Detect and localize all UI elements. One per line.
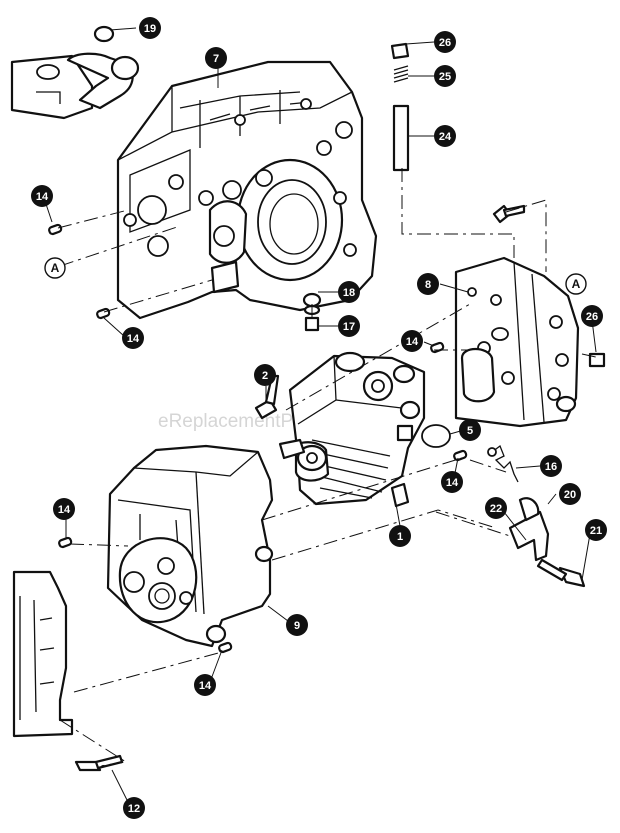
pump-assembly: [278, 351, 426, 508]
callout-number: 8: [425, 279, 431, 291]
callout-c5: 5: [459, 419, 481, 441]
callout-bubble: [53, 498, 75, 520]
callout-bubble: [122, 327, 144, 349]
callout-number: 26: [586, 311, 598, 323]
callout-bubble: [485, 497, 507, 519]
callout-c17: 17: [338, 315, 360, 337]
callout-c16: 16: [540, 455, 562, 477]
callout-bubble: [434, 65, 456, 87]
callout-c14d: 14: [441, 471, 463, 493]
callout-c22: 22: [485, 497, 507, 519]
callout-bubble: [205, 47, 227, 69]
callout-c21: 21: [585, 519, 607, 541]
callout-c24: 24: [434, 125, 456, 147]
callout-number: 18: [343, 287, 355, 299]
cover-plate: [454, 256, 580, 428]
callout-c2: 2: [254, 364, 276, 386]
callout-bubble: [401, 330, 423, 352]
callout-number: 7: [213, 53, 219, 65]
callout-number: 14: [406, 336, 419, 348]
callout-number: 14: [58, 504, 71, 516]
svg-text:A: A: [572, 277, 581, 291]
callout-number: 20: [564, 489, 576, 501]
callout-number: 21: [590, 525, 602, 537]
callout-bubble: [559, 483, 581, 505]
callout-number: 17: [343, 321, 355, 333]
callout-bubble: [254, 364, 276, 386]
transmission-housing: [116, 60, 378, 320]
small-parts: [48, 42, 606, 772]
callout-bubble: [286, 614, 308, 636]
callout-bubble: [139, 17, 161, 39]
callout-bubble: [123, 797, 145, 819]
callout-bubble: [194, 674, 216, 696]
bracket-elbow-assembly: [10, 25, 140, 120]
callout-bubble: [338, 281, 360, 303]
callout-number: 26: [439, 37, 451, 49]
callout-bubble: [417, 273, 439, 295]
callout-c25: 25: [434, 65, 456, 87]
callout-c26a: 26: [434, 31, 456, 53]
callout-c19: 19: [139, 17, 161, 39]
callout-c8: 8: [417, 273, 439, 295]
callout-number: 9: [294, 620, 300, 632]
reference-a-left: A: [44, 257, 66, 279]
callout-number: 2: [262, 370, 268, 382]
callout-c26b: 26: [581, 305, 603, 327]
callout-number: 14: [127, 333, 140, 345]
callout-bubble: [581, 305, 603, 327]
callout-c14a: 14: [31, 185, 53, 207]
callout-c14f: 14: [194, 674, 216, 696]
callout-number: 25: [439, 71, 451, 83]
callout-bubble: [585, 519, 607, 541]
callout-number: 5: [467, 425, 473, 437]
reference-a-right: A: [565, 273, 587, 295]
callout-bubble: [338, 315, 360, 337]
callout-bubble: [434, 31, 456, 53]
callout-c20: 20: [559, 483, 581, 505]
svg-text:A: A: [51, 261, 60, 275]
callout-number: 19: [144, 23, 156, 35]
callout-c18: 18: [338, 281, 360, 303]
callout-number: 22: [490, 503, 502, 515]
callout-c7: 7: [205, 47, 227, 69]
callout-bubble: [389, 525, 411, 547]
callout-c9: 9: [286, 614, 308, 636]
alignment-lines: [57, 168, 601, 767]
gear-housing: [106, 444, 274, 648]
callout-bubble: [434, 125, 456, 147]
callout-number: 14: [199, 680, 212, 692]
callout-number: 24: [439, 131, 452, 143]
callout-number: 16: [545, 461, 557, 473]
callout-c1: 1: [389, 525, 411, 547]
callout-number: 14: [446, 477, 459, 489]
callout-bubble: [459, 419, 481, 441]
callout-c14b: 14: [122, 327, 144, 349]
callout-number: 14: [36, 191, 49, 203]
callout-c12: 12: [123, 797, 145, 819]
engine-block-fragment: [12, 570, 74, 738]
callout-c14c: 14: [401, 330, 423, 352]
callout-c14e: 14: [53, 498, 75, 520]
callout-number: 1: [397, 531, 403, 543]
callout-number: 12: [128, 803, 140, 815]
callout-bubble: [540, 455, 562, 477]
callout-bubble: [441, 471, 463, 493]
callout-bubble: [31, 185, 53, 207]
